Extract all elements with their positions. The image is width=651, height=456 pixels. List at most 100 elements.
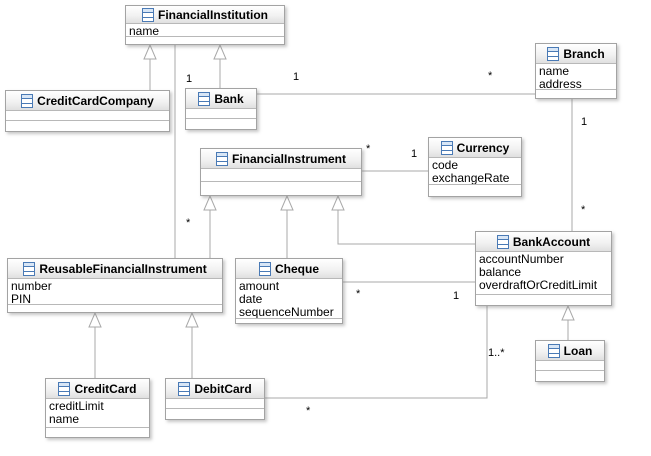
multiplicity-label: *	[581, 204, 586, 216]
attributes-compartment	[6, 110, 169, 120]
class-name: Bank	[214, 91, 244, 106]
methods-compartment	[236, 318, 342, 323]
class-title-bar: Branch	[536, 44, 616, 63]
class-icon	[547, 46, 560, 61]
class-icon	[178, 381, 191, 396]
class-reusable-financial-instrument[interactable]: ReusableFinancialInstrument number PIN	[7, 258, 223, 313]
gen-bank-financialinstitution	[213, 43, 227, 88]
multiplicity-label: 1..*	[488, 347, 505, 359]
attribute: address	[539, 77, 582, 90]
methods-compartment	[476, 294, 611, 305]
class-title-bar: FinancialInstitution	[126, 6, 284, 23]
attribute: PIN	[11, 292, 32, 305]
class-credit-card-company[interactable]: CreditCardCompany	[5, 90, 170, 132]
class-name: BankAccount	[512, 234, 591, 249]
class-name: FinancialInstitution	[158, 7, 268, 22]
class-name: Loan	[563, 343, 593, 358]
class-icon	[58, 381, 71, 396]
class-icon	[21, 93, 34, 108]
assoc-debitcard-bankaccount	[265, 306, 488, 399]
class-bank-account[interactable]: BankAccount accountNumber balance overdr…	[475, 231, 612, 306]
class-icon	[215, 151, 228, 166]
class-title-bar: DebitCard	[166, 379, 264, 398]
class-title-bar: CreditCardCompany	[6, 91, 169, 110]
class-credit-card[interactable]: CreditCard creditLimit name	[45, 378, 150, 438]
multiplicity-label: 1	[411, 148, 418, 160]
methods-compartment	[126, 36, 284, 44]
methods-compartment	[201, 181, 361, 195]
class-icon	[198, 91, 211, 106]
class-title-bar: FinancialInstrument	[201, 149, 361, 168]
methods-compartment	[536, 89, 616, 98]
class-bank[interactable]: Bank	[185, 88, 257, 130]
class-title-bar: Currency	[429, 138, 521, 157]
attribute: accountNumber	[479, 252, 564, 266]
attribute: name	[49, 412, 80, 426]
attribute: number	[11, 279, 52, 293]
attributes-compartment	[186, 108, 256, 118]
methods-compartment	[429, 184, 521, 196]
multiplicity-label: *	[366, 143, 371, 155]
multiplicity-label: 1	[186, 73, 193, 85]
multiplicity-label: *	[356, 288, 361, 300]
multiplicity-label: *	[186, 217, 191, 229]
class-name: CreditCard	[74, 381, 137, 396]
class-icon	[23, 261, 36, 276]
class-icon	[142, 7, 154, 22]
class-name: CreditCardCompany	[37, 93, 154, 108]
attributes-compartment: accountNumber balance overdraftOrCreditL…	[476, 251, 611, 294]
class-debit-card[interactable]: DebitCard	[165, 378, 265, 420]
multiplicity-label: 1	[293, 71, 300, 83]
class-name: FinancialInstrument	[231, 151, 347, 166]
class-name: ReusableFinancialInstrument	[39, 261, 207, 276]
gen-creditcardcompany-financialinstitution	[143, 43, 157, 90]
class-cheque[interactable]: Cheque amount date sequenceNumber	[235, 258, 343, 324]
class-financial-instrument[interactable]: FinancialInstrument	[200, 148, 362, 196]
multiplicity-label: *	[306, 405, 311, 417]
class-title-bar: ReusableFinancialInstrument	[8, 259, 222, 278]
methods-compartment	[166, 408, 264, 419]
methods-compartment	[46, 427, 149, 437]
class-branch[interactable]: Branch name address	[535, 43, 617, 99]
class-icon	[258, 261, 271, 276]
methods-compartment	[6, 120, 169, 131]
attribute: date	[239, 292, 263, 306]
class-icon	[440, 140, 453, 155]
class-title-bar: Bank	[186, 89, 256, 108]
gen-loan-bankaccount	[561, 304, 575, 340]
class-loan[interactable]: Loan	[535, 340, 605, 382]
attribute: name	[129, 24, 160, 37]
methods-compartment	[186, 118, 256, 129]
multiplicity-label: 1	[453, 290, 460, 302]
attributes-compartment: creditLimit name	[46, 398, 149, 427]
class-icon	[496, 234, 509, 249]
multiplicity-label: 1	[581, 116, 588, 128]
class-title-bar: CreditCard	[46, 379, 149, 398]
gen-reusablefinancialinstrument-financialinstrument	[203, 194, 217, 258]
attributes-compartment: number PIN	[8, 278, 222, 304]
attribute: name	[539, 64, 570, 78]
attribute: code	[432, 158, 459, 172]
class-name: Currency	[456, 140, 510, 155]
attributes-compartment: code exchangeRate	[429, 157, 521, 184]
gen-debitcard-reusablefinancialinstrument	[185, 311, 199, 378]
gen-bankaccount-financialinstrument	[331, 194, 475, 245]
methods-compartment	[536, 370, 604, 381]
methods-compartment	[8, 304, 222, 312]
gen-creditcard-reusablefinancialinstrument	[88, 311, 102, 378]
attribute: exchangeRate	[432, 171, 510, 185]
class-title-bar: Cheque	[236, 259, 342, 278]
class-title-bar: BankAccount	[476, 232, 611, 251]
multiplicity-label: *	[488, 70, 493, 82]
class-name: Cheque	[274, 261, 319, 276]
class-financial-institution[interactable]: FinancialInstitution name	[125, 5, 285, 45]
attribute: overdraftOrCreditLimit	[479, 278, 598, 292]
class-currency[interactable]: Currency code exchangeRate	[428, 137, 522, 197]
attributes-compartment	[166, 398, 264, 408]
gen-cheque-financialinstrument	[280, 194, 294, 258]
attributes-compartment: name address	[536, 63, 616, 89]
attribute: sequenceNumber	[239, 305, 334, 319]
class-name: DebitCard	[194, 381, 252, 396]
